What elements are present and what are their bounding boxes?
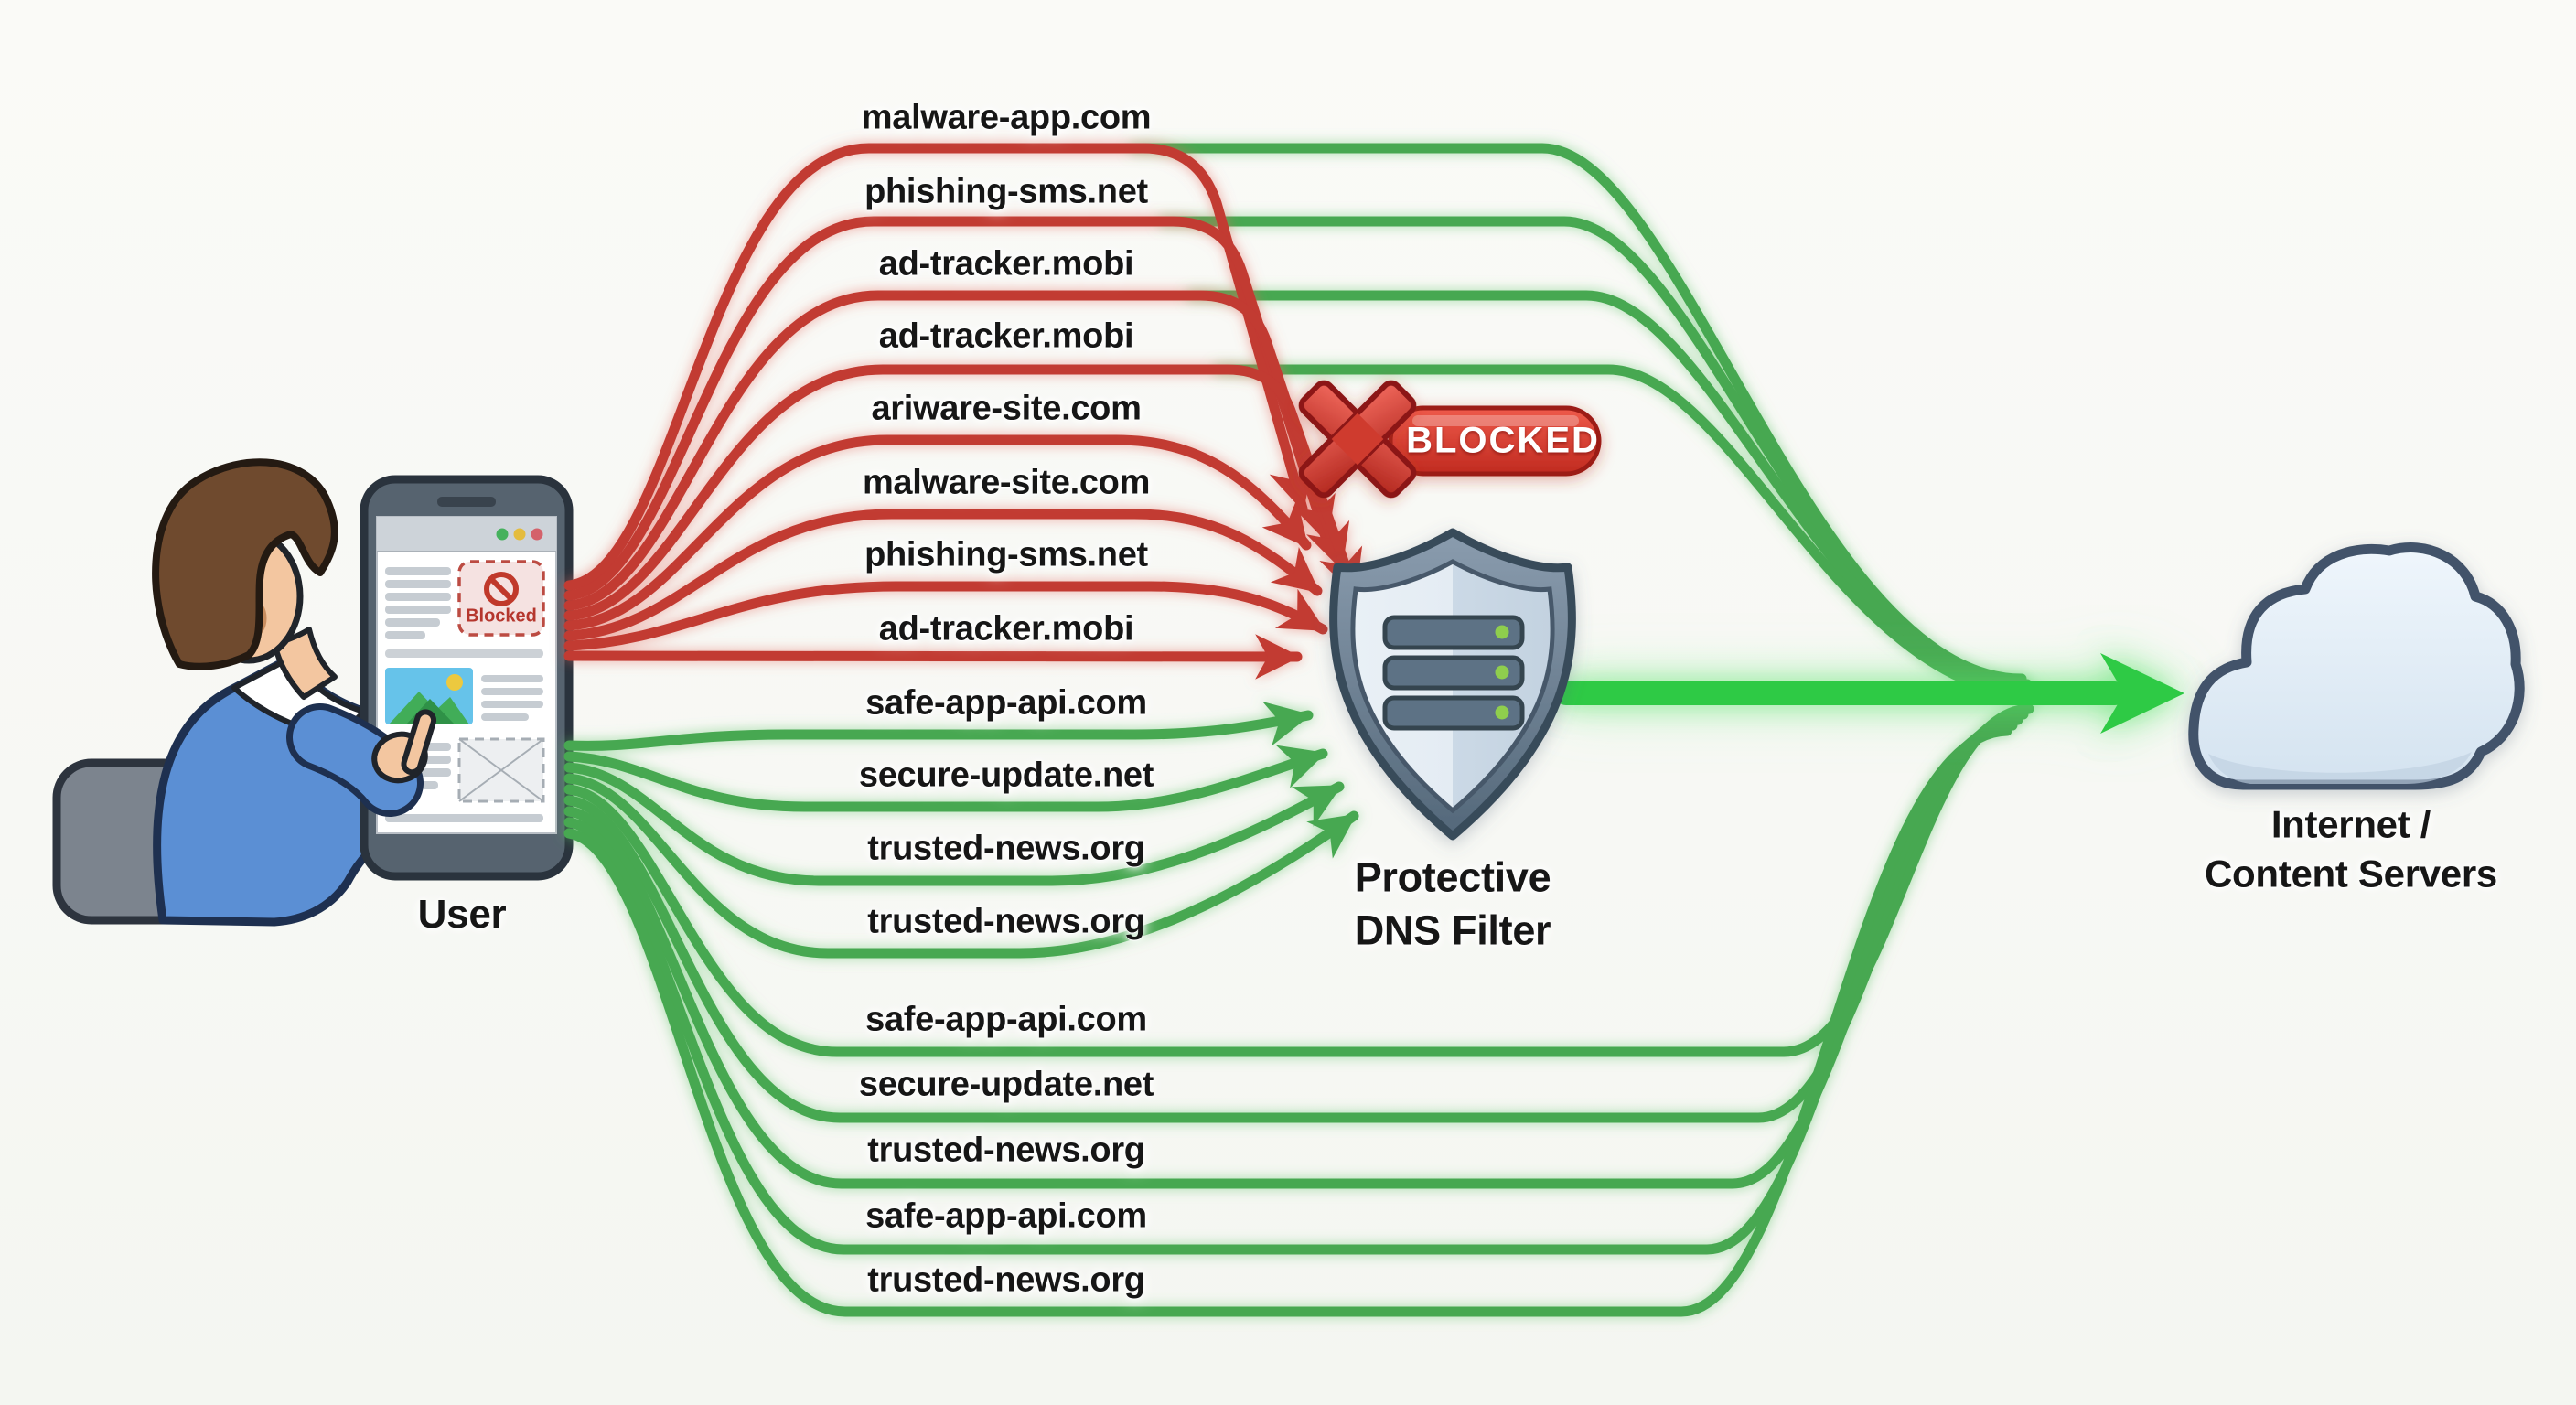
broken-image-placeholder xyxy=(457,737,545,803)
blocked-line xyxy=(564,216,1336,601)
phone-speaker xyxy=(437,497,496,507)
allowed-line-arrow xyxy=(564,773,1359,959)
pointing-arm xyxy=(286,703,437,817)
domain-label: safe-app-api.com xyxy=(865,1000,1147,1039)
blocked-banner-label: BLOCKED xyxy=(1406,420,1600,461)
blocked-line xyxy=(564,509,1323,641)
x-mark-icon xyxy=(1298,380,1417,499)
domain-label: ad-tracker.mobi xyxy=(878,609,1134,649)
blocked-line xyxy=(564,143,1314,591)
phone-blocked-label: Blocked xyxy=(466,606,537,627)
domain-label: phishing-sms.net xyxy=(864,535,1148,574)
text-skeleton-lines xyxy=(385,567,451,639)
domain-label: safe-app-api.com xyxy=(865,683,1147,723)
allowed-line xyxy=(564,709,2029,1123)
domain-label: malware-site.com xyxy=(862,463,1151,502)
no-entry-icon xyxy=(484,572,519,606)
domain-label: safe-app-api.com xyxy=(865,1196,1147,1236)
domain-label: secure-update.net xyxy=(858,756,1154,795)
filter-caption-line2: DNS Filter xyxy=(1354,906,1551,953)
big-allow-arrow xyxy=(1554,653,2184,734)
allowed-line xyxy=(1213,364,2044,701)
text-skeleton-lines-right xyxy=(481,675,543,721)
blocked-banner xyxy=(1388,405,1602,477)
blocked-content-box xyxy=(457,560,545,637)
browser-dot-green xyxy=(496,528,509,541)
browser-dot-red xyxy=(531,528,543,541)
browser-chrome xyxy=(377,517,556,552)
domain-label: phishing-sms.net xyxy=(864,172,1148,211)
neck xyxy=(272,627,338,700)
allowed-line-arrow xyxy=(564,762,1345,886)
internet-caption-line1: Internet / xyxy=(2270,802,2431,846)
allowed-line-arrow xyxy=(564,702,1314,751)
allowed-line xyxy=(564,725,2012,1317)
browser-dot-yellow xyxy=(513,528,526,541)
domain-label: trusted-news.org xyxy=(867,829,1145,868)
led-dot xyxy=(1495,705,1509,720)
domain-label: trusted-news.org xyxy=(867,902,1145,941)
domain-label: ad-tracker.mobi xyxy=(878,316,1134,356)
domain-label: secure-update.net xyxy=(858,1065,1154,1104)
shield-icon xyxy=(1329,528,1576,841)
hair xyxy=(152,458,338,670)
domain-label: malware-app.com xyxy=(861,98,1152,137)
blocked-line xyxy=(564,290,1350,611)
internet-caption-line2: Content Servers xyxy=(2205,852,2497,895)
allowed-request-lines xyxy=(564,143,2044,1317)
smartphone xyxy=(360,475,574,881)
domain-label: ariware-site.com xyxy=(871,389,1142,428)
user-caption: User xyxy=(417,892,507,937)
led-dot xyxy=(1495,625,1509,639)
allowed-line xyxy=(564,720,2018,1255)
blocked-line xyxy=(564,581,1328,651)
led-dot xyxy=(1495,665,1509,680)
blocked-line xyxy=(564,434,1312,631)
domain-label: ad-tracker.mobi xyxy=(878,244,1134,284)
blocked-line xyxy=(564,364,1363,621)
blocked-line xyxy=(564,634,1303,680)
blocked-request-lines xyxy=(564,143,1363,680)
pointing-hand xyxy=(371,709,437,784)
server-rack-icon xyxy=(1382,615,1525,731)
domain-label: trusted-news.org xyxy=(867,1131,1145,1170)
cloud-icon xyxy=(2188,542,2525,790)
filter-caption: Protective DNS Filter xyxy=(1355,851,1551,956)
allowed-line-arrow xyxy=(564,745,1328,812)
domain-label: trusted-news.org xyxy=(867,1260,1145,1300)
filter-caption-line1: Protective xyxy=(1354,853,1551,901)
internet-caption: Internet / Content Servers xyxy=(2205,799,2497,898)
